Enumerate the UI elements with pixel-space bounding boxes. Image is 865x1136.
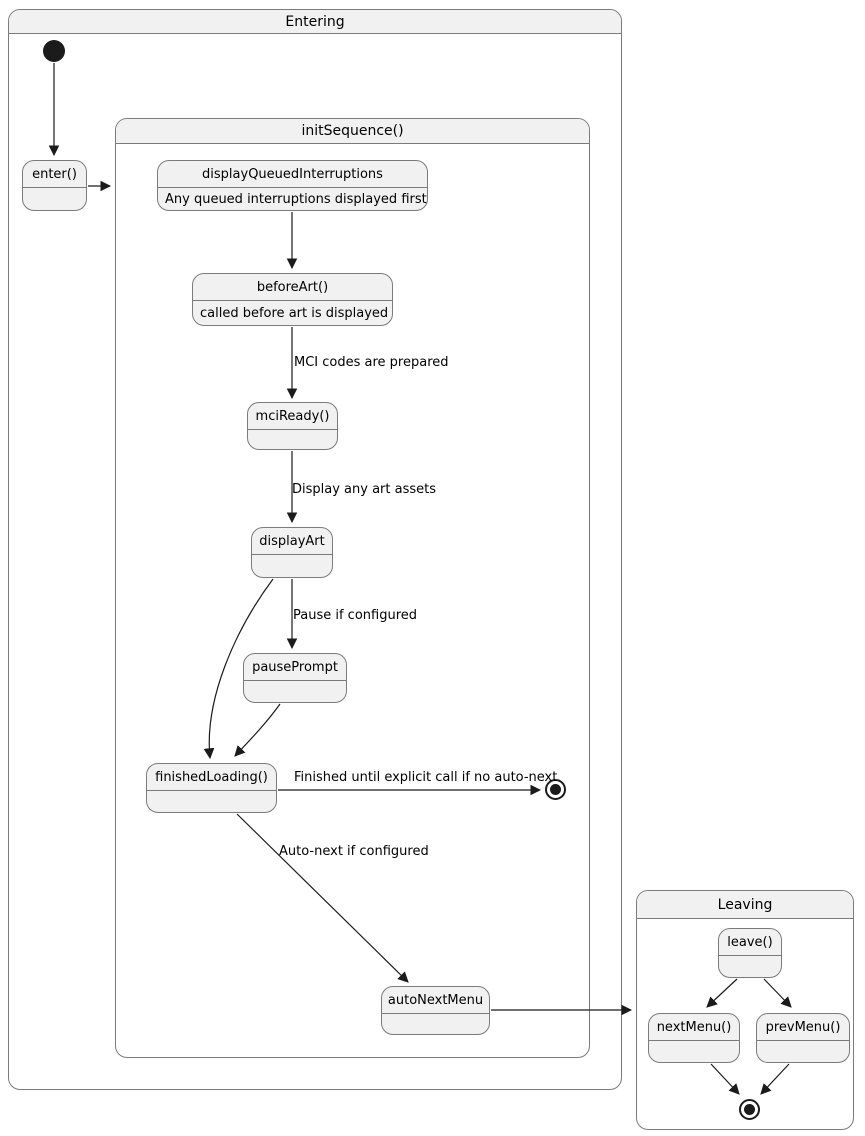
state-mci-ready-label: mciReady() <box>248 403 337 430</box>
state-auto-next-menu-label: autoNextMenu <box>382 987 489 1014</box>
composite-state-init-sequence-title: initSequence() <box>301 123 404 139</box>
state-prev-menu-body <box>757 1041 849 1062</box>
state-enter-body <box>23 188 86 210</box>
state-display-queued-interruptions: displayQueuedInterruptions Any queued in… <box>157 160 428 211</box>
state-finished-loading: finishedLoading() <box>146 763 277 813</box>
composite-state-entering-header: Entering <box>9 10 621 34</box>
state-prev-menu-label: prevMenu() <box>757 1014 849 1041</box>
state-display-art: displayArt <box>251 527 333 578</box>
state-before-art-description: called before art is displayed <box>200 305 389 321</box>
initial-state-icon <box>43 40 65 62</box>
edge-label-display-assets: Display any art assets <box>292 482 437 497</box>
state-enter-label: enter() <box>23 161 86 188</box>
state-finished-loading-body <box>147 791 276 812</box>
state-display-queued-interruptions-description: Any queued interruptions displayed first <box>165 191 427 207</box>
composite-state-leaving-title: Leaving <box>717 896 773 913</box>
final-state-dot <box>550 784 561 795</box>
state-next-menu-body <box>649 1041 739 1062</box>
state-mci-ready-body <box>248 430 337 449</box>
state-pause-prompt: pausePrompt <box>243 653 347 703</box>
state-display-queued-interruptions-label: displayQueuedInterruptions <box>158 161 427 188</box>
state-pause-prompt-label: pausePrompt <box>244 654 346 681</box>
composite-state-entering-title: Entering <box>285 13 345 30</box>
composite-state-init-sequence-header: initSequence() <box>116 119 589 144</box>
edge-label-autonext-configured: Auto-next if configured <box>279 844 429 859</box>
state-auto-next-menu: autoNextMenu <box>381 986 490 1035</box>
state-leave-body <box>719 956 781 977</box>
state-finished-loading-label: finishedLoading() <box>147 764 276 791</box>
composite-state-init-sequence: initSequence() <box>115 118 590 1058</box>
final-state-icon <box>545 779 566 800</box>
state-auto-next-menu-body <box>382 1014 489 1034</box>
state-prev-menu: prevMenu() <box>756 1013 850 1063</box>
state-display-art-label: displayArt <box>252 528 332 555</box>
final-state-dot <box>744 1104 755 1115</box>
state-pause-prompt-body <box>244 681 346 702</box>
composite-state-leaving: Leaving <box>636 890 854 1130</box>
state-leave: leave() <box>718 928 782 978</box>
state-display-art-body <box>252 555 332 577</box>
edge-label-pause-configured: Pause if configured <box>293 608 418 623</box>
state-mci-ready: mciReady() <box>247 402 338 450</box>
state-enter: enter() <box>22 160 87 211</box>
edge-label-mci-prepared: MCI codes are prepared <box>294 355 449 370</box>
state-before-art: beforeArt() called before art is display… <box>192 273 393 326</box>
state-next-menu: nextMenu() <box>648 1013 740 1063</box>
final-state-icon <box>739 1099 760 1120</box>
edge-label-finished-no-autonext: Finished until explicit call if no auto-… <box>294 770 558 785</box>
composite-state-leaving-header: Leaving <box>637 891 853 919</box>
state-before-art-label: beforeArt() <box>193 274 392 301</box>
state-leave-label: leave() <box>719 929 781 956</box>
composite-state-entering: Entering <box>8 9 622 1090</box>
state-next-menu-label: nextMenu() <box>649 1014 739 1041</box>
